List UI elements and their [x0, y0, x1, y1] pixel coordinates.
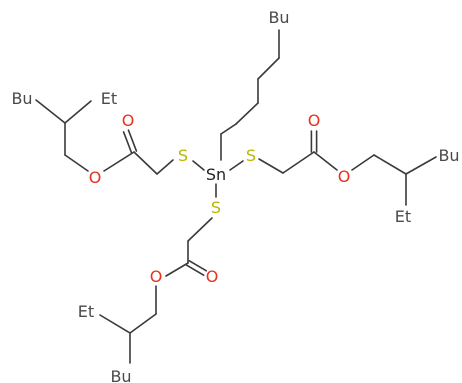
bond-ch2-ch-right — [373, 154, 407, 175]
butyl-top: Bu — [268, 8, 289, 27]
bond-s-ch2-left — [156, 159, 174, 175]
bond-ch-et-left — [64, 100, 92, 124]
sulfur-left: S — [178, 146, 188, 165]
oxygen-left-ester: O — [89, 168, 102, 187]
oxygen-right-ester: O — [338, 167, 351, 186]
oxygen-left-carbonyl: O — [122, 111, 135, 130]
bond-ch2-ch-bottom — [129, 313, 157, 334]
bond-s-ch2-bottom — [187, 217, 213, 242]
double-bond-left — [122, 131, 133, 154]
bond-c-o-ester-left — [103, 151, 135, 172]
butyl-chain — [257, 57, 280, 80]
bond-o-ch2-right — [351, 154, 375, 171]
oxygen-bottom-ester: O — [150, 267, 163, 286]
ethyl-bottom: Et — [78, 302, 94, 321]
double-bond-bottom — [185, 264, 205, 277]
bond-c-o-ester-bottom — [165, 262, 189, 277]
butyl-left: Bu — [11, 89, 32, 108]
bond-ch-bu-right — [405, 156, 437, 175]
double-bond-bottom — [188, 259, 208, 272]
bond-s-ch2-right — [258, 158, 284, 174]
oxygen-right-carbonyl: O — [308, 111, 321, 130]
tin-atom: Sn — [206, 165, 226, 184]
butyl-chain — [235, 102, 259, 125]
bond-sn-s-left — [192, 160, 205, 171]
bond-ch2-c-right — [282, 151, 315, 174]
sulfur-bottom: S — [211, 198, 221, 217]
ethyl-right: Et — [395, 207, 411, 226]
double-bond-left — [127, 129, 138, 152]
bond-o-ch2-left — [64, 154, 89, 172]
atom-labels: Sn S S S O O O O O O Bu Bu Et Bu Et Et B… — [11, 8, 459, 383]
butyl-bottom: Bu — [110, 367, 131, 383]
bond-c-o-ester-right — [313, 151, 338, 171]
bond-ch-bu-left — [35, 99, 66, 124]
bond-ch-et-bottom — [99, 314, 131, 334]
bond-sn-s-right — [229, 160, 244, 171]
sulfur-right: S — [246, 146, 256, 165]
ethyl-left: Et — [101, 89, 117, 108]
bonds — [35, 29, 437, 364]
butyl-right: Bu — [438, 146, 459, 165]
oxygen-bottom-carbonyl: O — [206, 267, 219, 286]
bond-ch2-c-left — [133, 151, 158, 175]
butyl-chain — [220, 123, 237, 135]
